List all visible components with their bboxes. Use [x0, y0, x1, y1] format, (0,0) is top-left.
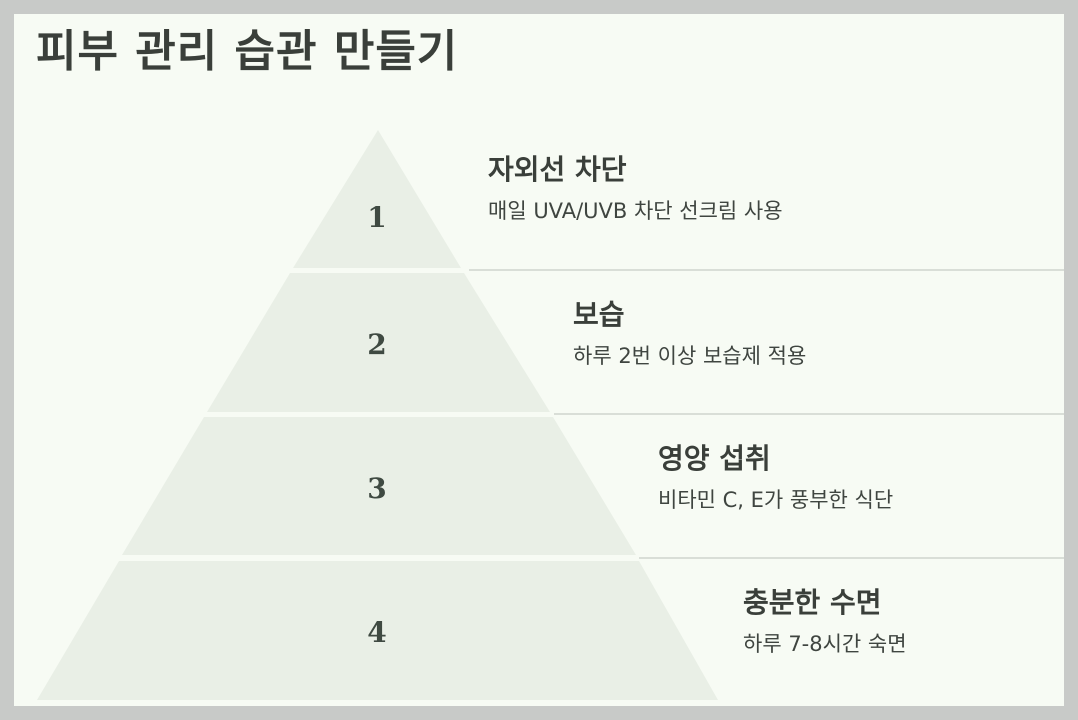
tier-title-4: 충분한 수면	[743, 586, 882, 619]
tier-label-1: 자외선 차단 매일 UVA/UVB 차단 선크림 사용	[488, 153, 783, 225]
tier-description-2: 하루 2번 이상 보습제 적용	[573, 344, 807, 368]
tier-label-2: 보습 하루 2번 이상 보습제 적용	[573, 298, 806, 370]
page-title: 피부 관리 습관 만들기	[36, 26, 459, 77]
pyramid-diagram: 1 2 3 4	[37, 130, 1064, 700]
tier-number-3: 3	[367, 472, 386, 505]
tier-title-1: 자외선 차단	[488, 153, 627, 186]
tier-number-2: 2	[367, 328, 386, 361]
slide: 피부 관리 습관 만들기 1 2 3 4 자외선 차단 매일 UVA/UVB 차…	[14, 14, 1064, 706]
pyramid-tier-1	[293, 130, 461, 268]
pyramid-tier-3	[122, 417, 636, 555]
pyramid-tier-4	[37, 561, 718, 700]
tier-description-3: 비타민 C, E가 풍부한 식단	[658, 488, 894, 512]
tier-title-2: 보습	[573, 298, 625, 331]
tier-label-3: 영양 섭취 비타민 C, E가 풍부한 식단	[658, 442, 893, 514]
tier-description-4: 하루 7-8시간 숙면	[743, 632, 907, 656]
tier-label-4: 충분한 수면 하루 7-8시간 숙면	[743, 586, 907, 658]
tier-number-1: 1	[367, 201, 386, 234]
tier-number-4: 4	[367, 616, 386, 649]
pyramid-tier-2	[207, 273, 550, 412]
tier-description-1: 매일 UVA/UVB 차단 선크림 사용	[488, 199, 783, 223]
tier-title-3: 영양 섭취	[658, 442, 771, 475]
